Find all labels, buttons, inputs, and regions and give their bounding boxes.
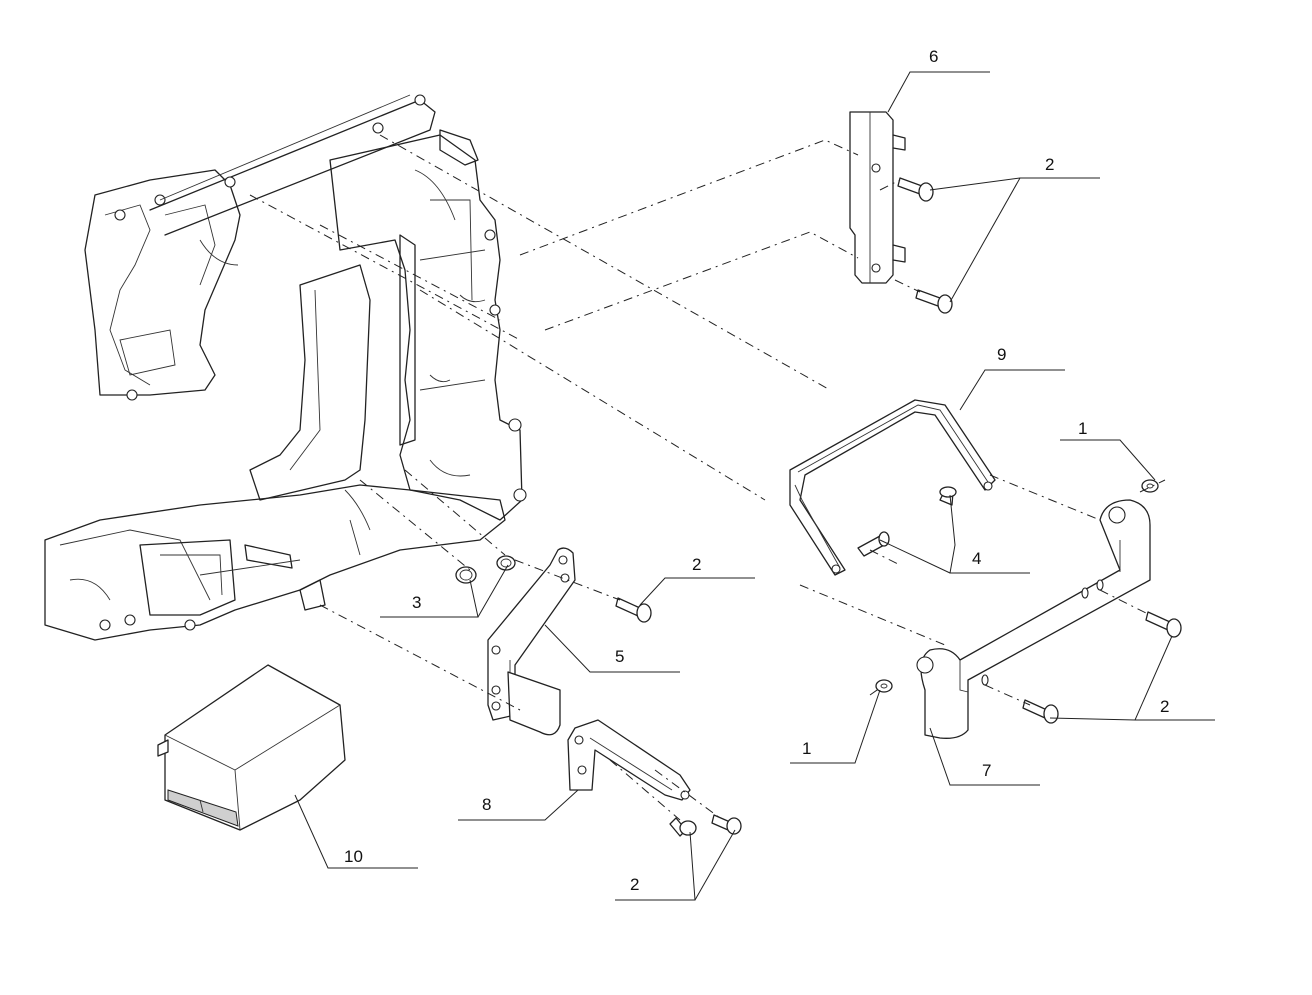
assembly-lines xyxy=(249,134,1166,821)
screw-part5 xyxy=(615,597,652,623)
callout-2-middle: 2 xyxy=(692,555,701,574)
callout-2-top: 2 xyxy=(1045,155,1054,174)
callout-6: 6 xyxy=(929,47,938,66)
main-frame xyxy=(44,94,527,641)
screw-part8-right xyxy=(711,814,742,835)
callout-3: 3 xyxy=(412,593,421,612)
part-4-pins xyxy=(857,486,957,557)
callout-1-lower: 1 xyxy=(802,739,811,758)
screw-part8-left xyxy=(669,817,697,837)
callout-2-right: 2 xyxy=(1160,697,1169,716)
part-1-washer-lower xyxy=(875,679,893,693)
callout-10: 10 xyxy=(344,847,363,866)
leader-lines xyxy=(294,71,1215,901)
part-8-bracket xyxy=(507,671,691,801)
callout-5: 5 xyxy=(615,647,624,666)
part-7-bracket xyxy=(916,499,1151,739)
callout-2-bottom: 2 xyxy=(630,875,639,894)
callout-1-upper: 1 xyxy=(1078,419,1087,438)
screw-right xyxy=(1145,611,1182,638)
callout-7: 7 xyxy=(982,761,991,780)
part-3-grommets xyxy=(455,555,516,584)
screw-lower xyxy=(915,289,953,314)
screw-bottom xyxy=(1022,699,1059,724)
part-10-cover xyxy=(157,664,346,831)
callout-9: 9 xyxy=(997,345,1006,364)
callout-labels: 6 2 9 1 4 2 3 5 2 1 7 8 10 2 xyxy=(344,47,1169,894)
callout-4: 4 xyxy=(972,549,981,568)
screw-upper xyxy=(897,177,934,202)
part-6-bracket xyxy=(849,111,906,284)
callout-8: 8 xyxy=(482,795,491,814)
part-9-handle xyxy=(789,399,996,576)
